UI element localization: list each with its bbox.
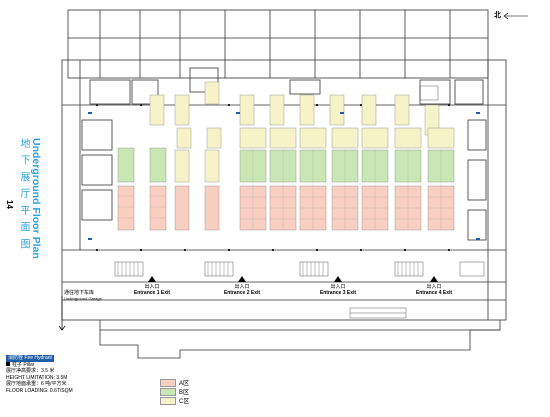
entrance-3: 出入口 Entrance 3 Exit — [314, 284, 362, 296]
legend-loading-en: FLOOR LOADING: 0.6T/SQM — [6, 387, 73, 394]
zone-b: B区 — [160, 387, 189, 396]
zone-legend: A区 B区 C区 — [160, 378, 189, 405]
entrance-4-en: Entrance 4 Exit — [415, 290, 453, 296]
underground-garage-en: Underground Garage — [64, 296, 102, 301]
page-number: 14 — [5, 200, 14, 209]
zone-a-label: A区 — [179, 381, 190, 387]
north-label: 北 — [494, 12, 501, 19]
underground-garage-cn: 通往地下车库 — [64, 290, 95, 296]
entrance-1-cn: 出入口 — [144, 284, 160, 290]
entrance-1-en: Entrance 1 Exit — [133, 290, 171, 296]
entrance-4-cn: 出入口 — [426, 284, 442, 290]
legend: 消防栓 Fire Hydrant 柱子 Pillar 展厅净高要求：3.5 米 … — [6, 355, 126, 413]
plan-title-cn: 地 下 展 厅 平 面 图 — [18, 138, 29, 251]
legend-height-en: HEIGHT LIMITATION: 3.5M — [6, 374, 68, 381]
entrance-1: 出入口 Entrance 1 Exit — [128, 284, 176, 296]
entrance-4: 出入口 Entrance 4 Exit — [410, 284, 458, 296]
legend-height-cn: 展厅净高要求：3.5 米 — [6, 368, 55, 374]
legend-pillar: 柱子 Pillar — [12, 361, 35, 368]
underground-garage-label: 通往地下车库 Underground Garage — [64, 290, 104, 302]
plan-title: 地 下 展 厅 平 面 图 Underground Floor Plan — [14, 138, 58, 278]
entrance-2-en: Entrance 2 Exit — [223, 290, 261, 296]
pillar-icon — [6, 362, 10, 367]
zone-a: A区 — [160, 378, 189, 387]
zone-c: C区 — [160, 396, 189, 405]
zone-c-swatch — [160, 396, 176, 405]
zone-c-label: C区 — [179, 399, 190, 405]
legend-loading-cn: 展厅地面承重：6 吨/平方米 — [6, 381, 67, 387]
entrance-2: 出入口 Entrance 2 Exit — [218, 284, 266, 296]
entrance-3-en: Entrance 3 Exit — [319, 290, 357, 296]
entrance-3-cn: 出入口 — [330, 284, 346, 290]
fire-hydrant-icon: 消防栓 Fire Hydrant — [6, 355, 54, 362]
entrance-2-cn: 出入口 — [234, 284, 250, 290]
zone-b-label: B区 — [179, 390, 190, 396]
zone-b-swatch — [160, 387, 176, 396]
plan-title-en: Underground Floor Plan — [30, 138, 42, 259]
zone-a-swatch — [160, 378, 176, 387]
